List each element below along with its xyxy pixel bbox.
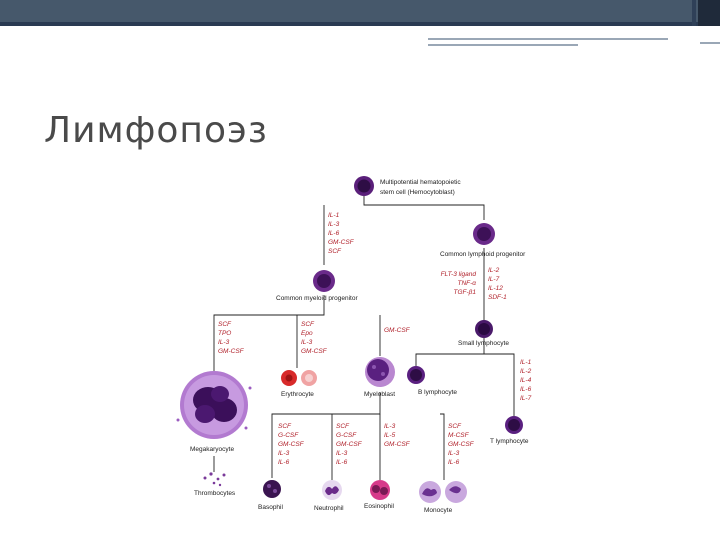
factor-t-1: IL-1 xyxy=(520,359,532,366)
myeloblast-label: Myeloblast xyxy=(364,391,395,398)
banner-corner xyxy=(698,0,720,26)
factor-lymphoid-right-1: IL-2 xyxy=(488,267,500,274)
t-lymphocyte-icon xyxy=(505,416,523,434)
neutrophil-icon xyxy=(322,480,342,500)
factor-lymphoid-left-3: TGF-β1 xyxy=(454,289,477,296)
stem-cell-icon xyxy=(354,176,374,196)
banner-strip xyxy=(0,22,720,26)
b-lymphocyte-label: B lymphocyte xyxy=(418,389,457,396)
stem-cell-label-1: Multipotential hematopoietic xyxy=(380,179,461,186)
factor-ery-4: GM-CSF xyxy=(301,348,328,355)
factor-eos-2: IL-5 xyxy=(384,432,396,439)
factor-mono-2: M-CSF xyxy=(448,432,470,439)
factor-baso-1: SCF xyxy=(278,423,292,430)
erythrocyte-icon xyxy=(281,370,317,386)
stem-cell-label-2: stem cell (Hemocytoblast) xyxy=(380,189,455,196)
myeloblast-icon xyxy=(365,357,395,387)
factor-myeloid-4: GM-CSF xyxy=(328,239,355,246)
factor-baso-2: G-CSF xyxy=(278,432,299,439)
factor-ery-2: Epo xyxy=(301,330,313,337)
factor-t-2: IL-2 xyxy=(520,368,532,375)
factor-neut-3: GM-CSF xyxy=(336,441,363,448)
factor-lymphoid-right-3: IL-12 xyxy=(488,285,503,292)
factor-mega-2: TPO xyxy=(218,330,231,337)
factor-mega-4: GM-CSF xyxy=(218,348,245,355)
factor-myeloid-3: IL-6 xyxy=(328,230,340,237)
factor-t-4: IL-6 xyxy=(520,386,532,393)
neutrophil-label: Neutrophil xyxy=(314,505,344,512)
megakaryocyte-icon xyxy=(176,371,252,439)
factor-lymphoid-right-2: IL-7 xyxy=(488,276,500,283)
factor-myeloid-1: IL-1 xyxy=(328,212,340,219)
factor-neut-1: SCF xyxy=(336,423,350,430)
factor-neut-4: IL-3 xyxy=(336,450,348,457)
factor-myeloid-2: IL-3 xyxy=(328,221,340,228)
lymphoid-progenitor-label: Common lymphoid progenitor xyxy=(440,251,526,258)
decor-line-2 xyxy=(428,44,578,46)
eosinophil-icon xyxy=(370,480,390,500)
factor-mono-1: SCF xyxy=(448,423,462,430)
connector-lines xyxy=(213,196,515,480)
decor-line-3 xyxy=(700,42,720,44)
small-lymphocyte-label: Small lymphocyte xyxy=(458,340,509,347)
erythrocyte-label: Erythrocyte xyxy=(281,391,314,398)
factor-lymphoid-left-2: TNF-α xyxy=(457,280,476,287)
factor-baso-3: GM-CSF xyxy=(278,441,305,448)
megakaryocyte-label: Megakaryocyte xyxy=(190,446,234,453)
factor-mega-3: IL-3 xyxy=(218,339,230,346)
factor-neut-2: G-CSF xyxy=(336,432,357,439)
factor-neut-5: IL-6 xyxy=(336,459,348,466)
factor-baso-5: IL-6 xyxy=(278,459,290,466)
lymphoid-progenitor-icon xyxy=(473,223,495,245)
myeloid-progenitor-icon xyxy=(313,270,335,292)
factor-mega-1: SCF xyxy=(218,321,232,328)
factor-myeloblast: GM-CSF xyxy=(384,327,411,334)
factor-eos-1: IL-3 xyxy=(384,423,396,430)
small-lymphocyte-icon xyxy=(475,320,493,338)
basophil-icon xyxy=(263,480,281,498)
factor-lymphoid-right-4: SDF-1 xyxy=(488,294,507,301)
factor-myeloid-5: SCF xyxy=(328,248,342,255)
b-lymphocyte-icon xyxy=(407,366,425,384)
factor-mono-3: GM-CSF xyxy=(448,441,475,448)
slide-title: Лимфопоэз xyxy=(44,110,268,151)
factor-ery-3: IL-3 xyxy=(301,339,313,346)
factor-mono-5: IL-6 xyxy=(448,459,460,466)
thrombocytes-icon xyxy=(203,472,226,487)
factor-t-3: IL-4 xyxy=(520,377,532,384)
factor-lymphoid-left-1: FLT-3 ligand xyxy=(441,271,477,278)
factor-eos-3: GM-CSF xyxy=(384,441,411,448)
eosinophil-label: Eosinophil xyxy=(364,503,395,510)
banner-divider xyxy=(692,0,696,26)
factor-mono-4: IL-3 xyxy=(448,450,460,457)
thrombocytes-label: Thrombocytes xyxy=(194,490,236,497)
decor-line-1 xyxy=(428,38,668,40)
monocyte-label: Monocyte xyxy=(424,507,453,514)
factor-t-5: IL-7 xyxy=(520,395,532,402)
factor-baso-4: IL-3 xyxy=(278,450,290,457)
factor-ery-1: SCF xyxy=(301,321,315,328)
t-lymphocyte-label: T lymphocyte xyxy=(490,438,529,445)
basophil-label: Basophil xyxy=(258,504,283,511)
top-banner xyxy=(0,0,720,26)
myeloid-progenitor-label: Common myeloid progenitor xyxy=(276,295,358,302)
monocyte-icon xyxy=(419,481,467,503)
